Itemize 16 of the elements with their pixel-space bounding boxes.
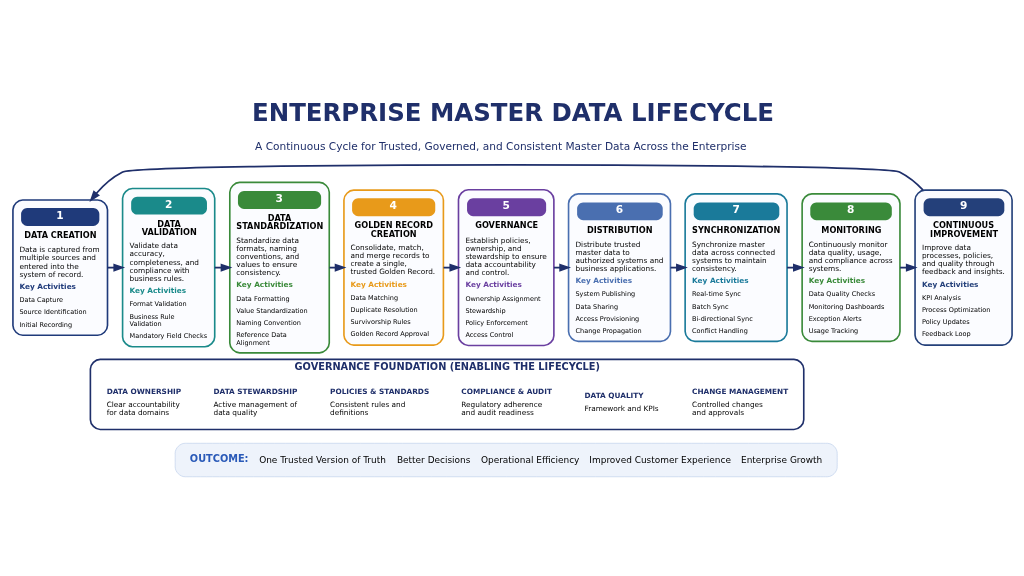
node-text: DATA QUALITY Framework and KPIs [583,391,659,414]
arrow [213,263,232,272]
arrow [669,263,688,272]
diagram-title: ENTERPRISE MASTER DATA LIFECYCLE [251,98,774,128]
node-box: OUTCOME: One Trusted Version of Truth Better Decisions Operational Efficiency Improved Customer Experience Enterprise Growth [174,442,838,478]
node-text: COMPLIANCE & AUDIT Regulatory adherence and audit readiness [460,387,552,418]
arrow [552,263,571,272]
node-text: DATA OWNERSHIP Clear accountability for data domains [106,387,181,418]
node-text: CHANGE MANAGEMENT Controlled changes and approvals [691,387,788,418]
node-text: POLICIES & STANDARDS Consistent rules and definitions [329,387,429,418]
arrow [88,163,924,203]
arrow [785,263,805,272]
label: A Continuous Cycle for Trusted, Governed, and Consistent Master Data Across the Enterprise [254,140,747,153]
arrow [898,263,918,272]
arrow [328,263,346,272]
node-text: DATA STEWARDSHIP Active management of data quality [212,387,297,418]
